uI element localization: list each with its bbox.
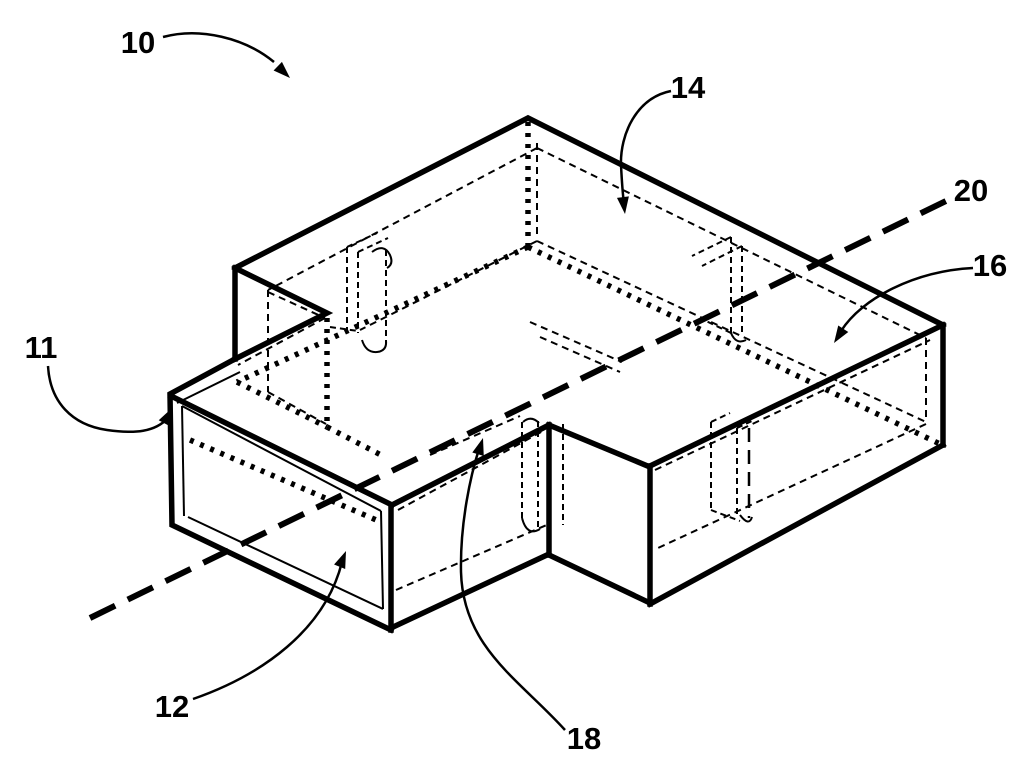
leader-arrow-10 (162, 32, 290, 78)
leader-arrow-14 (616, 89, 672, 214)
hidden-clip-feature-left (329, 232, 393, 354)
ref-label-11: 11 (25, 330, 58, 365)
leader-arrow-16 (834, 266, 974, 343)
hidden-clip-feature-top-right (691, 236, 747, 343)
ref-label-20: 20 (954, 173, 988, 208)
leader-arrow-18 (459, 438, 566, 731)
object-outline (167, 114, 947, 634)
leader-arrow-12 (192, 551, 346, 701)
tube-opening-inner-edges (176, 371, 384, 610)
ref-label-16: 16 (973, 248, 1007, 283)
leader-arrow-11 (46, 365, 172, 434)
ref-label-18: 18 (567, 721, 601, 756)
ref-label-12: 12 (155, 689, 189, 724)
hidden-edges-inner-cavity (237, 143, 931, 591)
ref-label-14: 14 (671, 70, 706, 105)
leader-arrows (46, 32, 974, 731)
section-axis-line (88, 197, 950, 621)
ref-label-10: 10 (121, 25, 155, 60)
hidden-edges-heavy-dotted (188, 122, 942, 525)
